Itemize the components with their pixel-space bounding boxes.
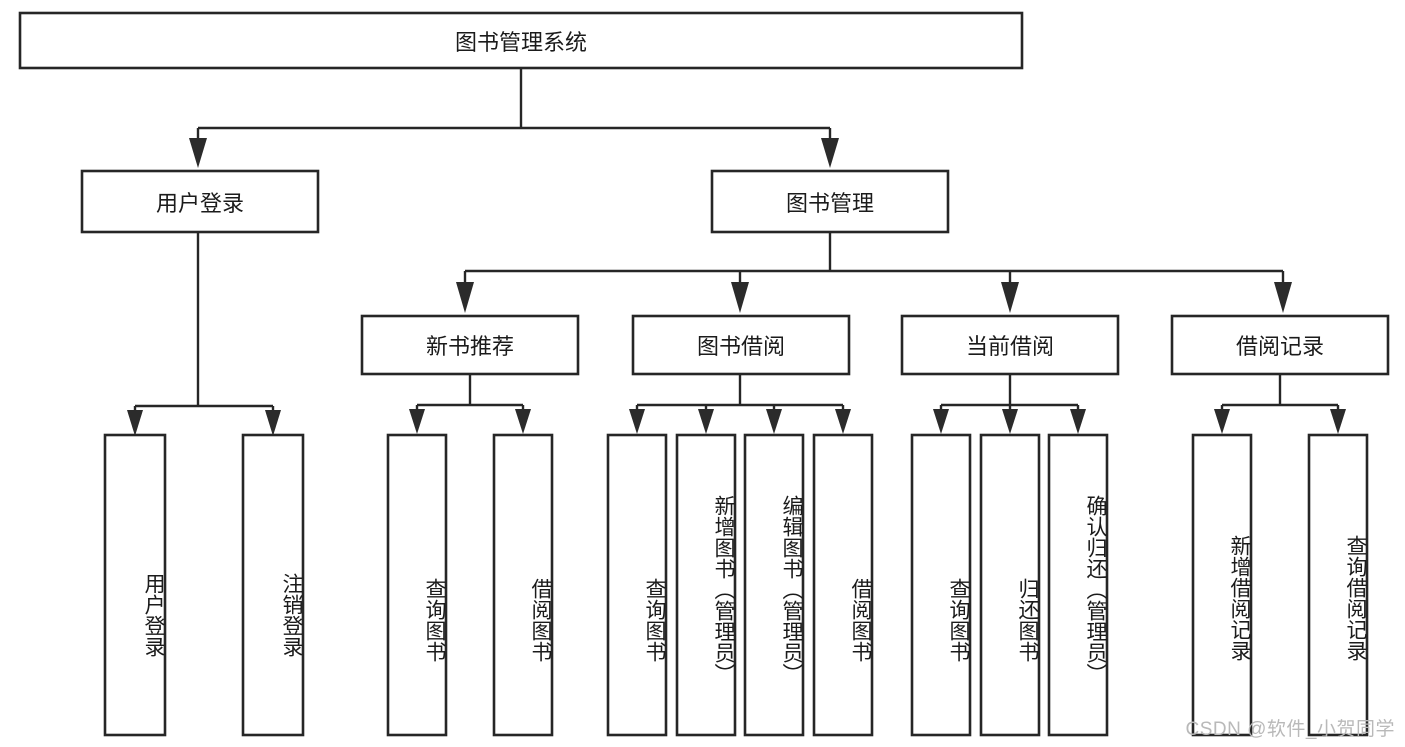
arrow-to-leaf-user-login [127,410,143,436]
node-leaf-borrow-book-2-box[interactable] [812,433,874,737]
arrow-to-leaf-return-book [1002,409,1018,434]
arrow-to-leaf-edit-book [766,409,782,434]
arrow-to-new-book-recommend [456,282,474,313]
node-book-manage-box[interactable] [710,169,950,234]
node-leaf-add-record-box[interactable] [1191,433,1253,737]
node-book-borrow-box[interactable] [631,314,851,376]
node-user-login-box[interactable] [80,169,320,234]
arrow-to-user-login [189,138,207,168]
arrow-to-leaf-add-book [698,409,714,434]
arrow-to-book-borrow [731,282,749,313]
node-borrow-record-box[interactable] [1170,314,1390,376]
node-leaf-query-book-2-box[interactable] [606,433,668,737]
node-leaf-user-login-box[interactable] [103,433,167,737]
node-leaf-edit-book-box[interactable] [743,433,805,737]
node-leaf-logout-box[interactable] [241,433,305,737]
arrow-to-leaf-add-record [1214,409,1230,434]
arrow-to-leaf-borrow-book-1 [515,409,531,434]
arrow-to-leaf-query-book-3 [933,409,949,434]
node-leaf-add-book-box[interactable] [675,433,737,737]
arrow-to-leaf-confirm-return [1070,409,1086,434]
arrow-to-leaf-borrow-book-2 [835,409,851,434]
arrow-to-book-manage [821,138,839,168]
node-root-box[interactable] [18,11,1024,70]
node-leaf-borrow-book-1-box[interactable] [492,433,554,737]
node-leaf-confirm-return-box[interactable] [1047,433,1109,737]
arrow-to-borrow-record [1274,282,1292,313]
node-leaf-query-book-3-box[interactable] [910,433,972,737]
watermark-text: CSDN @软件_小贺同学 [1185,719,1395,740]
node-current-borrow-box[interactable] [900,314,1120,376]
node-leaf-query-book-1-box[interactable] [386,433,448,737]
node-leaf-return-book-box[interactable] [979,433,1041,737]
arrow-to-leaf-logout [265,410,281,436]
arrow-to-leaf-query-record [1330,409,1346,434]
node-leaf-query-record-box[interactable] [1307,433,1369,737]
arrow-to-leaf-query-book-2 [629,409,645,434]
arrow-to-current-borrow [1001,282,1019,313]
node-new-book-recommend-box[interactable] [360,314,580,376]
arrow-to-leaf-query-book-1 [409,409,425,434]
